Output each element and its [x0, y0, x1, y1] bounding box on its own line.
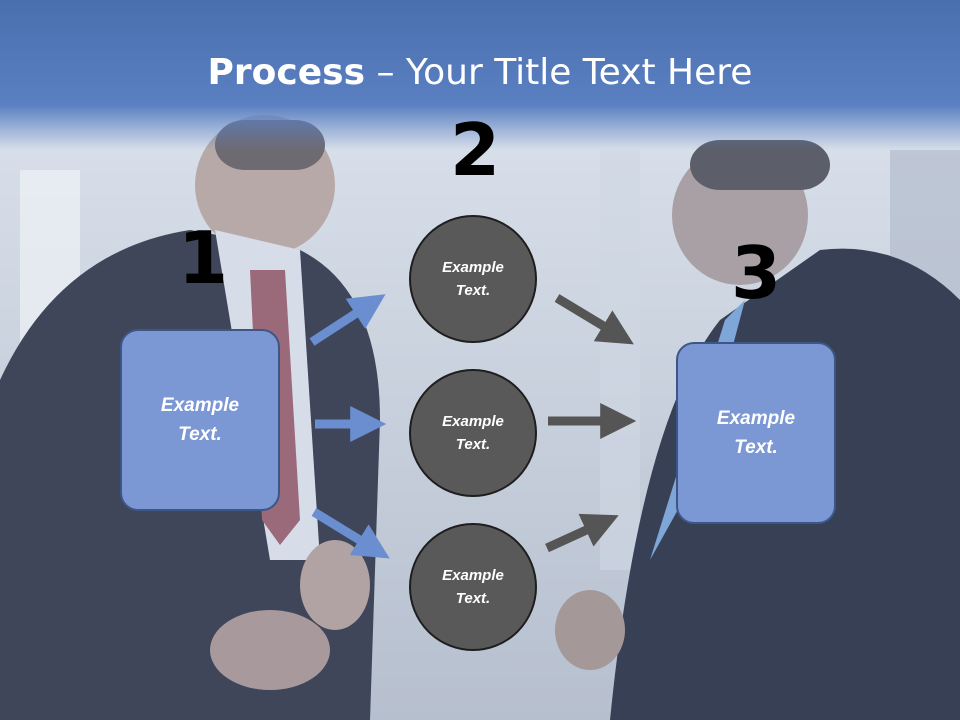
- step-number-1: 1: [178, 216, 229, 300]
- circle-middle-text: Example Text.: [442, 413, 504, 453]
- step-1-text: Example Text.: [160, 395, 240, 445]
- arrow-1-to-top: [309, 294, 386, 346]
- arrow-bottom-to-3: [545, 513, 619, 553]
- circle-top[interactable]: Example Text.: [409, 215, 537, 343]
- step-number-3: 3: [731, 231, 782, 315]
- slide-title: Process – Your Title Text Here: [0, 52, 960, 93]
- title-bar: [0, 0, 960, 150]
- step-1-box[interactable]: Example Text.: [120, 329, 280, 511]
- arrow-top-to-3: [554, 294, 634, 345]
- circle-bottom[interactable]: Example Text.: [409, 523, 537, 651]
- circle-middle[interactable]: Example Text.: [409, 369, 537, 497]
- step-number-2: 2: [450, 108, 501, 192]
- title-bold: Process: [207, 52, 366, 93]
- circle-top-text: Example Text.: [442, 259, 504, 299]
- circle-bottom-text: Example Text.: [442, 567, 504, 607]
- title-rest: – Your Title Text Here: [365, 52, 753, 93]
- step-3-text: Example Text.: [716, 408, 796, 458]
- arrow-1-to-bottom: [311, 508, 390, 559]
- step-3-box[interactable]: Example Text.: [676, 342, 836, 524]
